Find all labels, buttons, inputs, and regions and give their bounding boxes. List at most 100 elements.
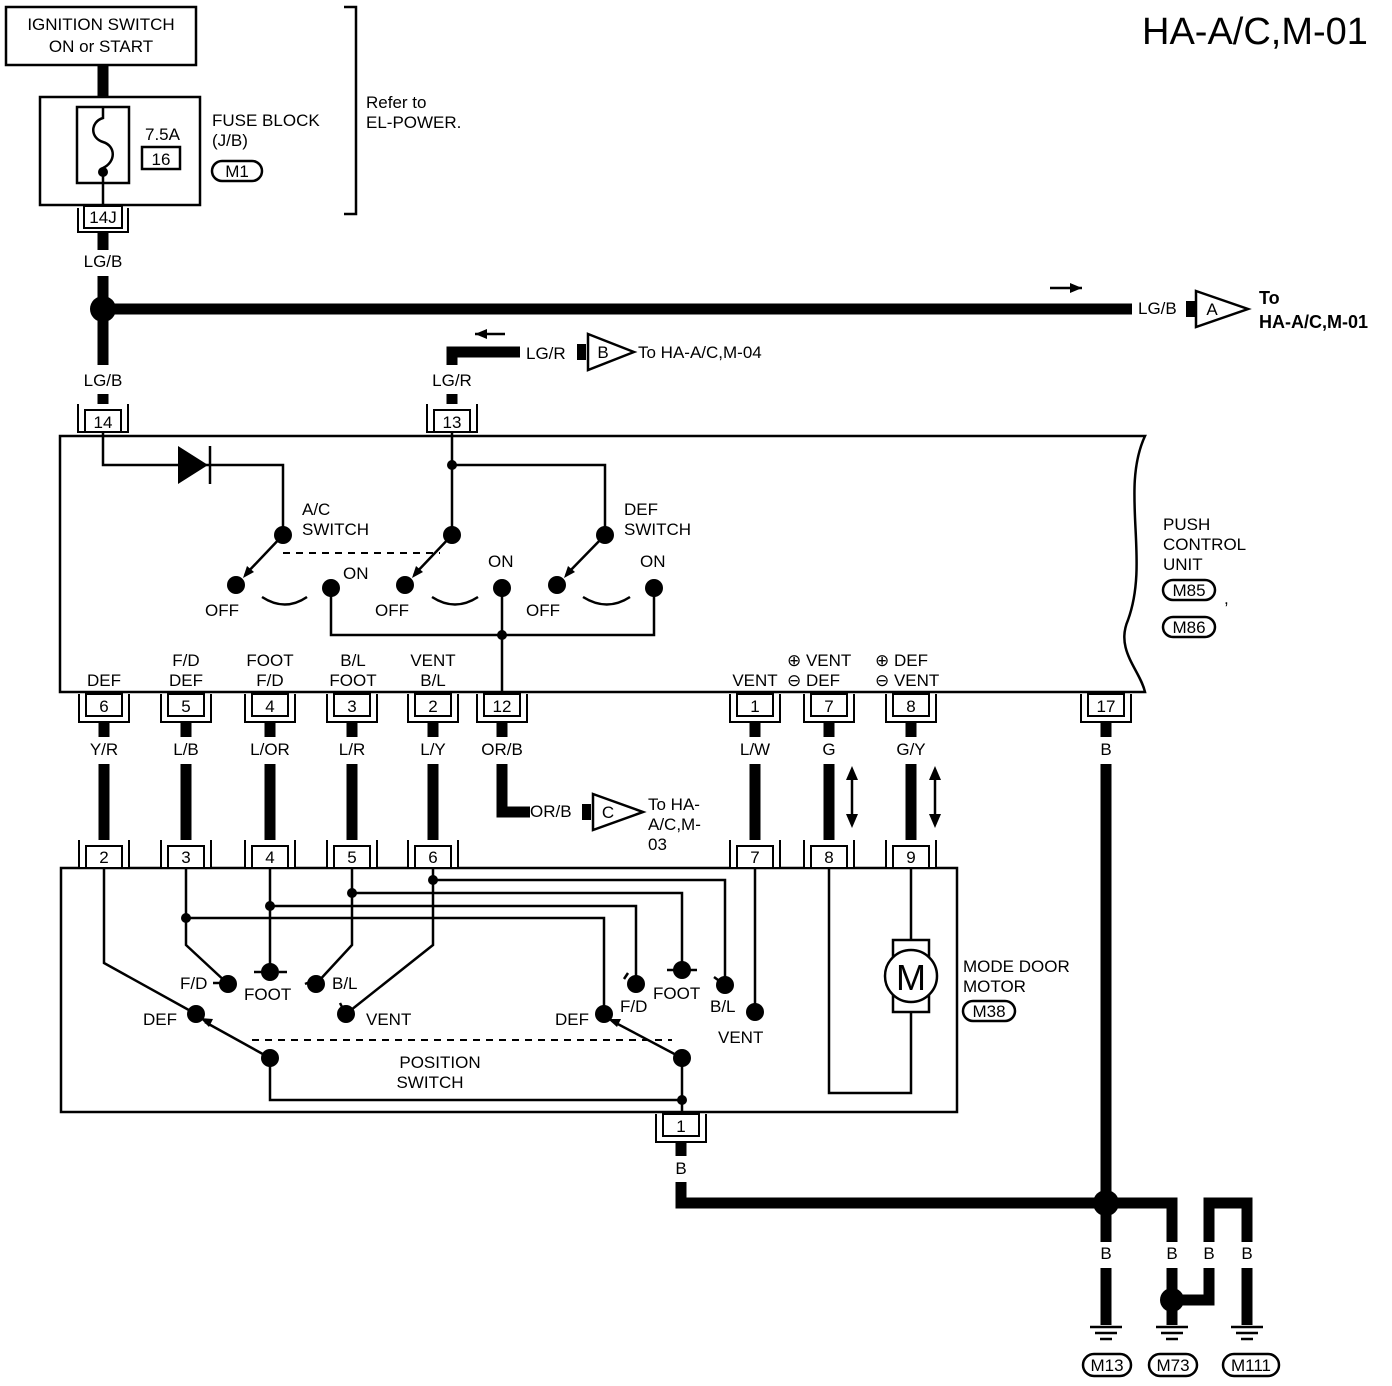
motor-symbol: M [896,957,926,998]
pcu-connector-m85: M85 [1172,581,1205,600]
pcu-connector-m86: M86 [1172,618,1205,637]
motor-pin-9: 9 [885,840,937,869]
pcu-pin-17: 17 [1080,693,1132,723]
svg-text:6: 6 [428,848,437,867]
fuse-block-jb: (J/B) [212,131,248,150]
pcu-pin5-label-b: DEF [169,671,203,690]
svg-text:9: 9 [906,848,915,867]
ground-icon [1156,1325,1188,1341]
ac-switch-label-2: SWITCH [302,520,369,539]
push-control-unit [58,434,1147,694]
wire-label-b-4: B [1166,1244,1177,1263]
ac-switch-label-1: A/C [302,500,330,519]
link-a-arrow [1194,289,1252,329]
pcu-pin2-label-a: VENT [410,651,455,670]
svg-text:3: 3 [181,848,190,867]
motor-right-foot: FOOT [653,984,700,1003]
diode-icon [178,446,208,484]
svg-text:8: 8 [824,848,833,867]
pcu-pin8-label-b: ⊖ VENT [875,671,939,690]
mode-door-motor-unit [59,866,959,1114]
wire-label-ly: L/Y [420,740,446,759]
motor-pin-6: 6 [407,840,459,869]
pcu-pin4-label-b: F/D [256,671,283,690]
pcu-label-2: CONTROL [1163,535,1246,554]
svg-text:5: 5 [181,697,190,716]
svg-text:8: 8 [906,697,915,716]
bidirectional-arrow-icon [846,766,858,828]
motor-left-vent: VENT [366,1010,411,1029]
wire-label-orb-2: OR/B [530,802,572,821]
def-switch-label-1: DEF [624,500,658,519]
svg-text:14: 14 [94,413,113,432]
svg-text:2: 2 [99,848,108,867]
link-a-text-2: HA-A/C,M-01 [1259,312,1368,332]
svg-text:6: 6 [99,697,108,716]
svg-text:13: 13 [443,413,462,432]
ignition-switch: IGNITION SWITCH ON or START [4,5,198,67]
pcu-pin-14: 14 [77,404,129,433]
link-c-text-3: 03 [648,835,667,854]
fuse-connector-m1: M1 [225,162,249,181]
pcu-pin-12: 12 [476,693,528,723]
pcu-pin-13: 13 [426,404,478,433]
motor-pin-1: 1 [655,1113,707,1143]
svg-text:7: 7 [750,848,759,867]
ground-icon [1231,1325,1263,1341]
pcu-label-3: UNIT [1163,555,1203,574]
link-c-arrow [591,792,647,832]
pcu-pin-2: 2 [407,693,459,723]
motor-left-foot: FOOT [244,985,291,1004]
link-a-letter: A [1206,300,1218,319]
wire-label-b-5: B [1203,1244,1214,1263]
mid-off-label: OFF [375,601,409,620]
pcu-pin2-label-b: B/L [420,671,446,690]
fuse-number: 16 [152,150,171,169]
ground-connector-m13: M13 [1090,1356,1123,1375]
pcu-pin3-label-a: B/L [340,651,366,670]
refer-bracket [344,5,358,216]
def-switch-label-2: SWITCH [624,520,691,539]
wire-label-b-6: B [1241,1244,1252,1263]
def-off-label: OFF [526,601,560,620]
motor-label-1: MODE DOOR [963,957,1070,976]
pcu-label-1: PUSH [1163,515,1210,534]
wire-label-lgb-3: LG/B [84,371,123,390]
link-b-arrow [586,332,638,372]
ignition-label-1: IGNITION SWITCH [27,15,174,34]
motor-right-vent: VENT [718,1028,763,1047]
wire-label-b-2: B [675,1159,686,1178]
pcu-pin3-label-b: FOOT [329,671,376,690]
refer-text-2: EL-POWER. [366,113,461,132]
pcu-pin-4: 4 [244,693,296,723]
link-a-text-1: To [1259,288,1280,308]
pcu-pin7-label-b: ⊖ DEF [787,671,840,690]
svg-text:1: 1 [750,697,759,716]
pcu-pin-7: 7 [803,693,855,723]
motor-connector-m38: M38 [972,1002,1005,1021]
motor-right-bl: B/L [710,997,736,1016]
pcu-pin5-label-a: F/D [172,651,199,670]
wire-label-gy: G/Y [896,740,925,759]
motor-pin-2: 2 [78,840,130,869]
svg-text:3: 3 [347,697,356,716]
wire-label-b-3: B [1100,1244,1111,1263]
link-c-letter: C [602,803,614,822]
wire-label-lgb-1: LG/B [84,252,123,271]
pcu-pin7-label-a: ⊕ VENT [787,651,851,670]
motor-pin-8: 8 [803,840,855,869]
motor-icon [883,948,939,1004]
svg-text:5: 5 [347,848,356,867]
motor-left-def: DEF [143,1010,177,1029]
ac-on-label: ON [343,564,369,583]
wire-label-lgr-1: LG/R [526,344,566,363]
def-on-label: ON [640,552,666,571]
fuse-rating: 7.5A [145,125,181,144]
motor-pin-7: 7 [729,840,781,869]
wire-label-lw: L/W [740,740,770,759]
wire-label-b-1: B [1100,740,1111,759]
wire-label-lor: L/OR [250,740,290,759]
svg-text:17: 17 [1097,697,1116,716]
link-c-text-2: A/C,M- [648,815,701,834]
wire-label-lgr-2: LG/R [432,371,472,390]
